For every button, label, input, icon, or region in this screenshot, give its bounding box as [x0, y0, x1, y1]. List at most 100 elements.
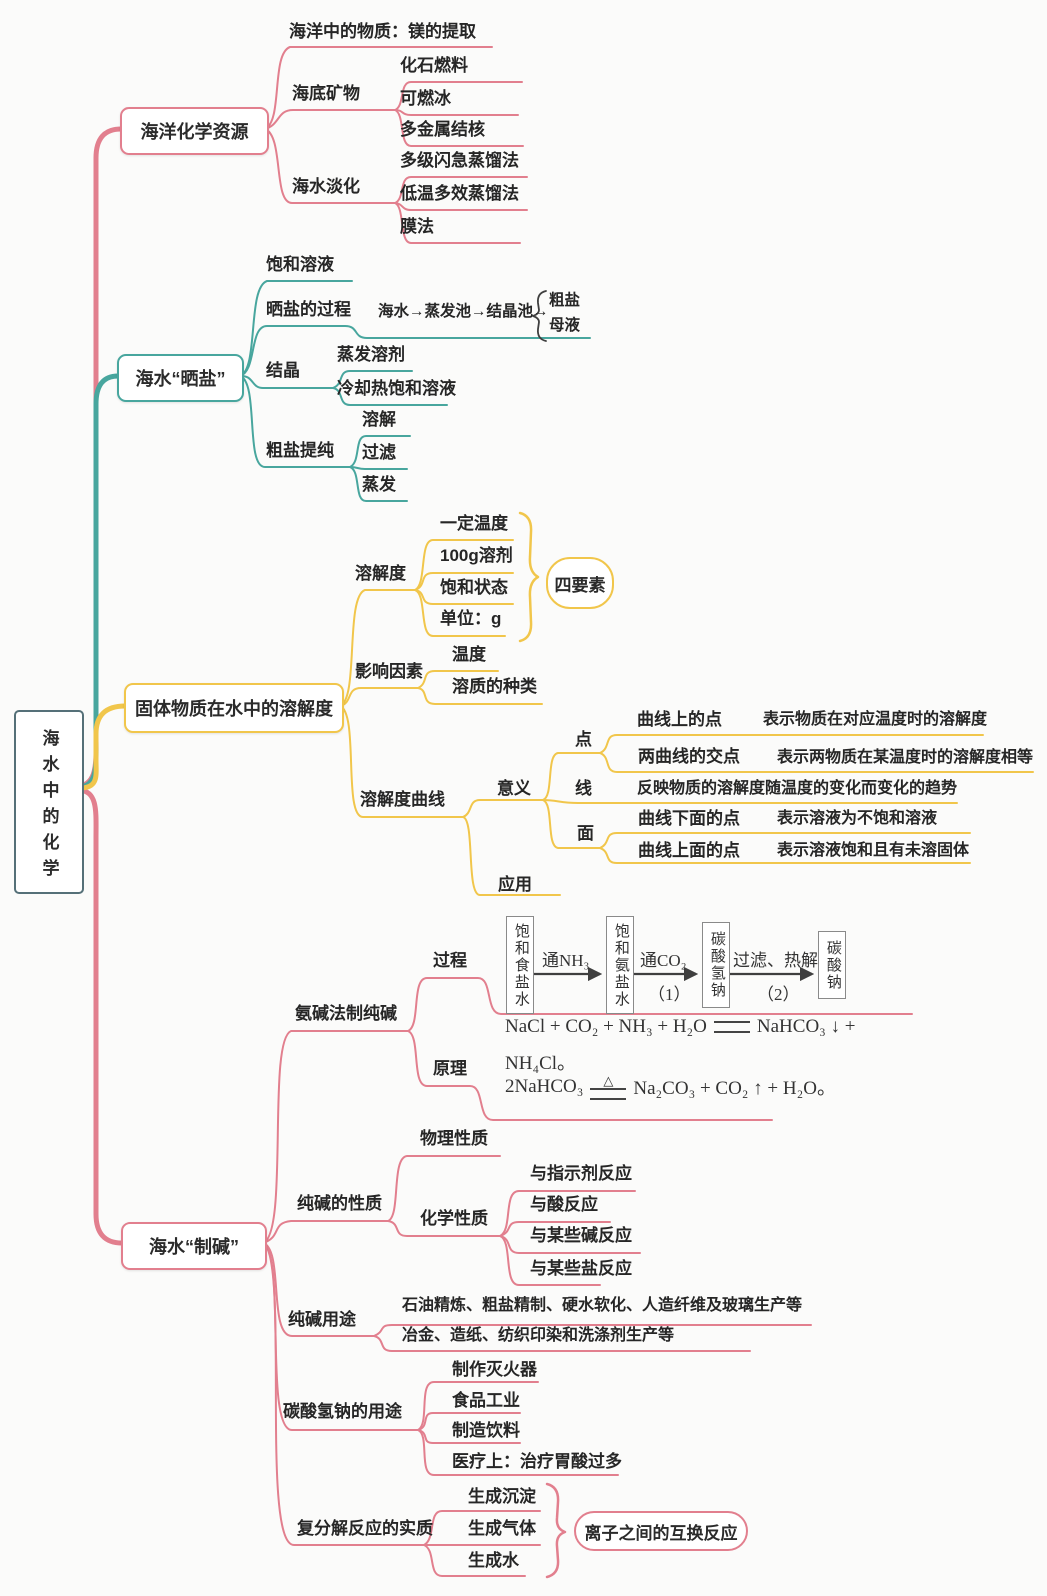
node-curve-intersection[interactable]: 两曲线的交点: [638, 747, 740, 766]
node-magnesium-extraction[interactable]: 海洋中的物质：镁的提取: [289, 22, 476, 41]
connector-line: [77, 373, 121, 790]
connector-line: [518, 511, 540, 643]
node-point-below-curve[interactable]: 曲线下面的点: [638, 809, 740, 828]
connector-line: [394, 202, 528, 211]
node-medical-antacid[interactable]: 医疗上：治疗胃酸过多: [452, 1452, 622, 1471]
node-evaporate-solvent[interactable]: 蒸发溶剂: [337, 345, 405, 364]
node-metathesis-essence[interactable]: 复分解反应的实质: [297, 1519, 433, 1538]
node-curve-application[interactable]: 应用: [498, 875, 532, 894]
eq1-rhs: NaHCO₃ ↓ +: [756, 1016, 856, 1037]
connector-line: [339, 705, 464, 818]
node-soda-properties[interactable]: 纯碱的性质: [297, 1194, 382, 1213]
connector-line: [239, 325, 591, 377]
topic-solubility[interactable]: 固体物质在水中的溶解度: [124, 683, 344, 733]
node-fire-extinguisher[interactable]: 制作灭火器: [452, 1360, 537, 1379]
node-desalination[interactable]: 海水淡化: [292, 177, 360, 196]
node-physical-properties[interactable]: 物理性质: [420, 1129, 488, 1148]
node-membrane-method[interactable]: 膜法: [400, 217, 434, 236]
topic-soda-making[interactable]: 海水“制碱”: [121, 1222, 267, 1270]
node-100g-solvent[interactable]: 100g溶剂: [440, 546, 513, 565]
node-ammonia-soda-method[interactable]: 氨碱法制纯碱: [295, 1004, 397, 1023]
connector-line: [262, 1220, 389, 1244]
four-elements-label: 四要素: [554, 575, 606, 595]
node-point-on-curve[interactable]: 曲线上的点: [637, 710, 722, 729]
root-topic-label: 海水中的化学: [39, 729, 59, 885]
node-cool-hot-saturated[interactable]: 冷却热饱和溶液: [337, 379, 456, 398]
node-evaporate[interactable]: 蒸发: [362, 475, 396, 494]
node-dissolve[interactable]: 溶解: [362, 410, 396, 429]
node-seabed-minerals[interactable]: 海底矿物: [292, 84, 360, 103]
node-ion-exchange[interactable]: 离子之间的互换反应: [574, 1511, 748, 1551]
node-principle[interactable]: 原理: [433, 1059, 467, 1078]
connector-line: [77, 126, 124, 789]
node-soda-uses-metallurgy[interactable]: 冶金、造纸、纺织印染和洗涤剂生产等: [402, 1327, 675, 1344]
node-flash-distillation[interactable]: 多级闪急蒸馏法: [400, 151, 519, 170]
node-temperature[interactable]: 温度: [452, 645, 486, 664]
node-food-industry[interactable]: 食品工业: [452, 1391, 520, 1410]
node-four-elements[interactable]: 四要素: [546, 557, 614, 609]
equals-sign: [590, 1087, 627, 1100]
equation-1-line-2: NH₄Cl。: [505, 1048, 576, 1075]
topic-marine-resources[interactable]: 海洋化学资源: [120, 107, 269, 155]
node-multi-effect-distillation[interactable]: 低温多效蒸馏法: [400, 184, 519, 203]
node-bicarbonate-uses[interactable]: 碳酸氢钠的用途: [283, 1402, 402, 1421]
node-beverage-making[interactable]: 制造饮料: [452, 1421, 520, 1440]
connector-line: [262, 1242, 425, 1546]
connector-line: [262, 1242, 375, 1337]
node-salt-process[interactable]: 晒盐的过程: [266, 300, 351, 319]
connector-line: [542, 799, 958, 804]
node-curve-meaning[interactable]: 意义: [497, 779, 531, 798]
node-react-salts[interactable]: 与某些盐反应: [530, 1259, 632, 1278]
node-fossil-fuel[interactable]: 化石燃料: [400, 56, 468, 75]
node-unit-gram[interactable]: 单位：g: [440, 609, 502, 628]
topic-salt-drying-label: 海水“晒盐”: [135, 369, 226, 389]
node-process[interactable]: 过程: [433, 951, 467, 970]
node-form-precipitate[interactable]: 生成沉淀: [468, 1487, 536, 1506]
flow-box-saturated-brine[interactable]: 饱和食盐水: [506, 916, 534, 1014]
node-chemical-properties[interactable]: 化学性质: [420, 1209, 488, 1228]
delta-condition: △: [603, 1072, 614, 1088]
node-certain-temperature[interactable]: 一定温度: [440, 514, 508, 533]
connector-line: [394, 81, 523, 111]
node-crystallization[interactable]: 结晶: [266, 361, 300, 380]
node-react-acid[interactable]: 与酸反应: [530, 1195, 598, 1214]
root-topic[interactable]: 海水中的化学: [14, 710, 84, 894]
node-react-bases[interactable]: 与某些碱反应: [530, 1226, 632, 1245]
node-solubility-curve[interactable]: 溶解度曲线: [360, 790, 445, 809]
flow-step-note-1: （1）: [648, 985, 691, 1004]
node-influencing-factors[interactable]: 影响因素: [355, 662, 423, 681]
node-line[interactable]: 线: [575, 779, 592, 798]
connector-line: [339, 589, 416, 707]
node-saturated-state[interactable]: 饱和状态: [440, 578, 508, 597]
salt-process-flow-text: 海水→蒸发池→结晶池→: [378, 303, 549, 320]
flow-box-ammoniated-brine[interactable]: 饱和氨盐水: [606, 916, 634, 1014]
node-soda-uses-industrial[interactable]: 石油精炼、粗盐精制、硬水软化、人造纤维及玻璃生产等: [402, 1297, 803, 1314]
node-saturated-solution[interactable]: 饱和溶液: [266, 255, 334, 274]
flow-step-filter-pyrolysis: 过滤、热解: [733, 951, 818, 970]
node-filter[interactable]: 过滤: [362, 443, 396, 462]
connector-line: [499, 1221, 611, 1237]
node-solute-type[interactable]: 溶质的种类: [452, 677, 537, 696]
node-form-gas[interactable]: 生成气体: [468, 1519, 536, 1538]
connector-line: [599, 752, 1034, 773]
topic-salt-drying[interactable]: 海水“晒盐”: [117, 354, 244, 402]
flow-box-sodium-bicarbonate[interactable]: 碳酸氢钠: [702, 922, 730, 1008]
flow-box-sodium-carbonate[interactable]: 碳酸钠: [818, 931, 846, 999]
node-area[interactable]: 面: [577, 824, 594, 843]
connector-line: [417, 1381, 539, 1431]
node-point-above-curve[interactable]: 曲线上面的点: [638, 841, 740, 860]
eq2-rhs: Na₂CO₃ + CO₂ ↑ + H₂O。: [633, 1078, 836, 1099]
node-point[interactable]: 点: [575, 730, 592, 749]
node-soda-uses[interactable]: 纯碱用途: [288, 1310, 356, 1329]
topic-marine-resources-label: 海洋化学资源: [140, 122, 249, 142]
node-polymetallic-nodules[interactable]: 多金属结核: [400, 120, 485, 139]
node-combustible-ice[interactable]: 可燃冰: [400, 89, 451, 108]
topic-solubility-label: 固体物质在水中的溶解度: [135, 699, 333, 719]
node-form-water[interactable]: 生成水: [468, 1551, 519, 1570]
node-react-indicator[interactable]: 与指示剂反应: [530, 1164, 632, 1183]
connector-line: [339, 687, 419, 707]
flow-step-nh3: 通NH₃: [542, 951, 590, 970]
connector-line: [499, 1235, 601, 1286]
node-solubility-def[interactable]: 溶解度: [355, 564, 406, 583]
node-crude-salt-purification[interactable]: 粗盐提纯: [266, 441, 334, 460]
